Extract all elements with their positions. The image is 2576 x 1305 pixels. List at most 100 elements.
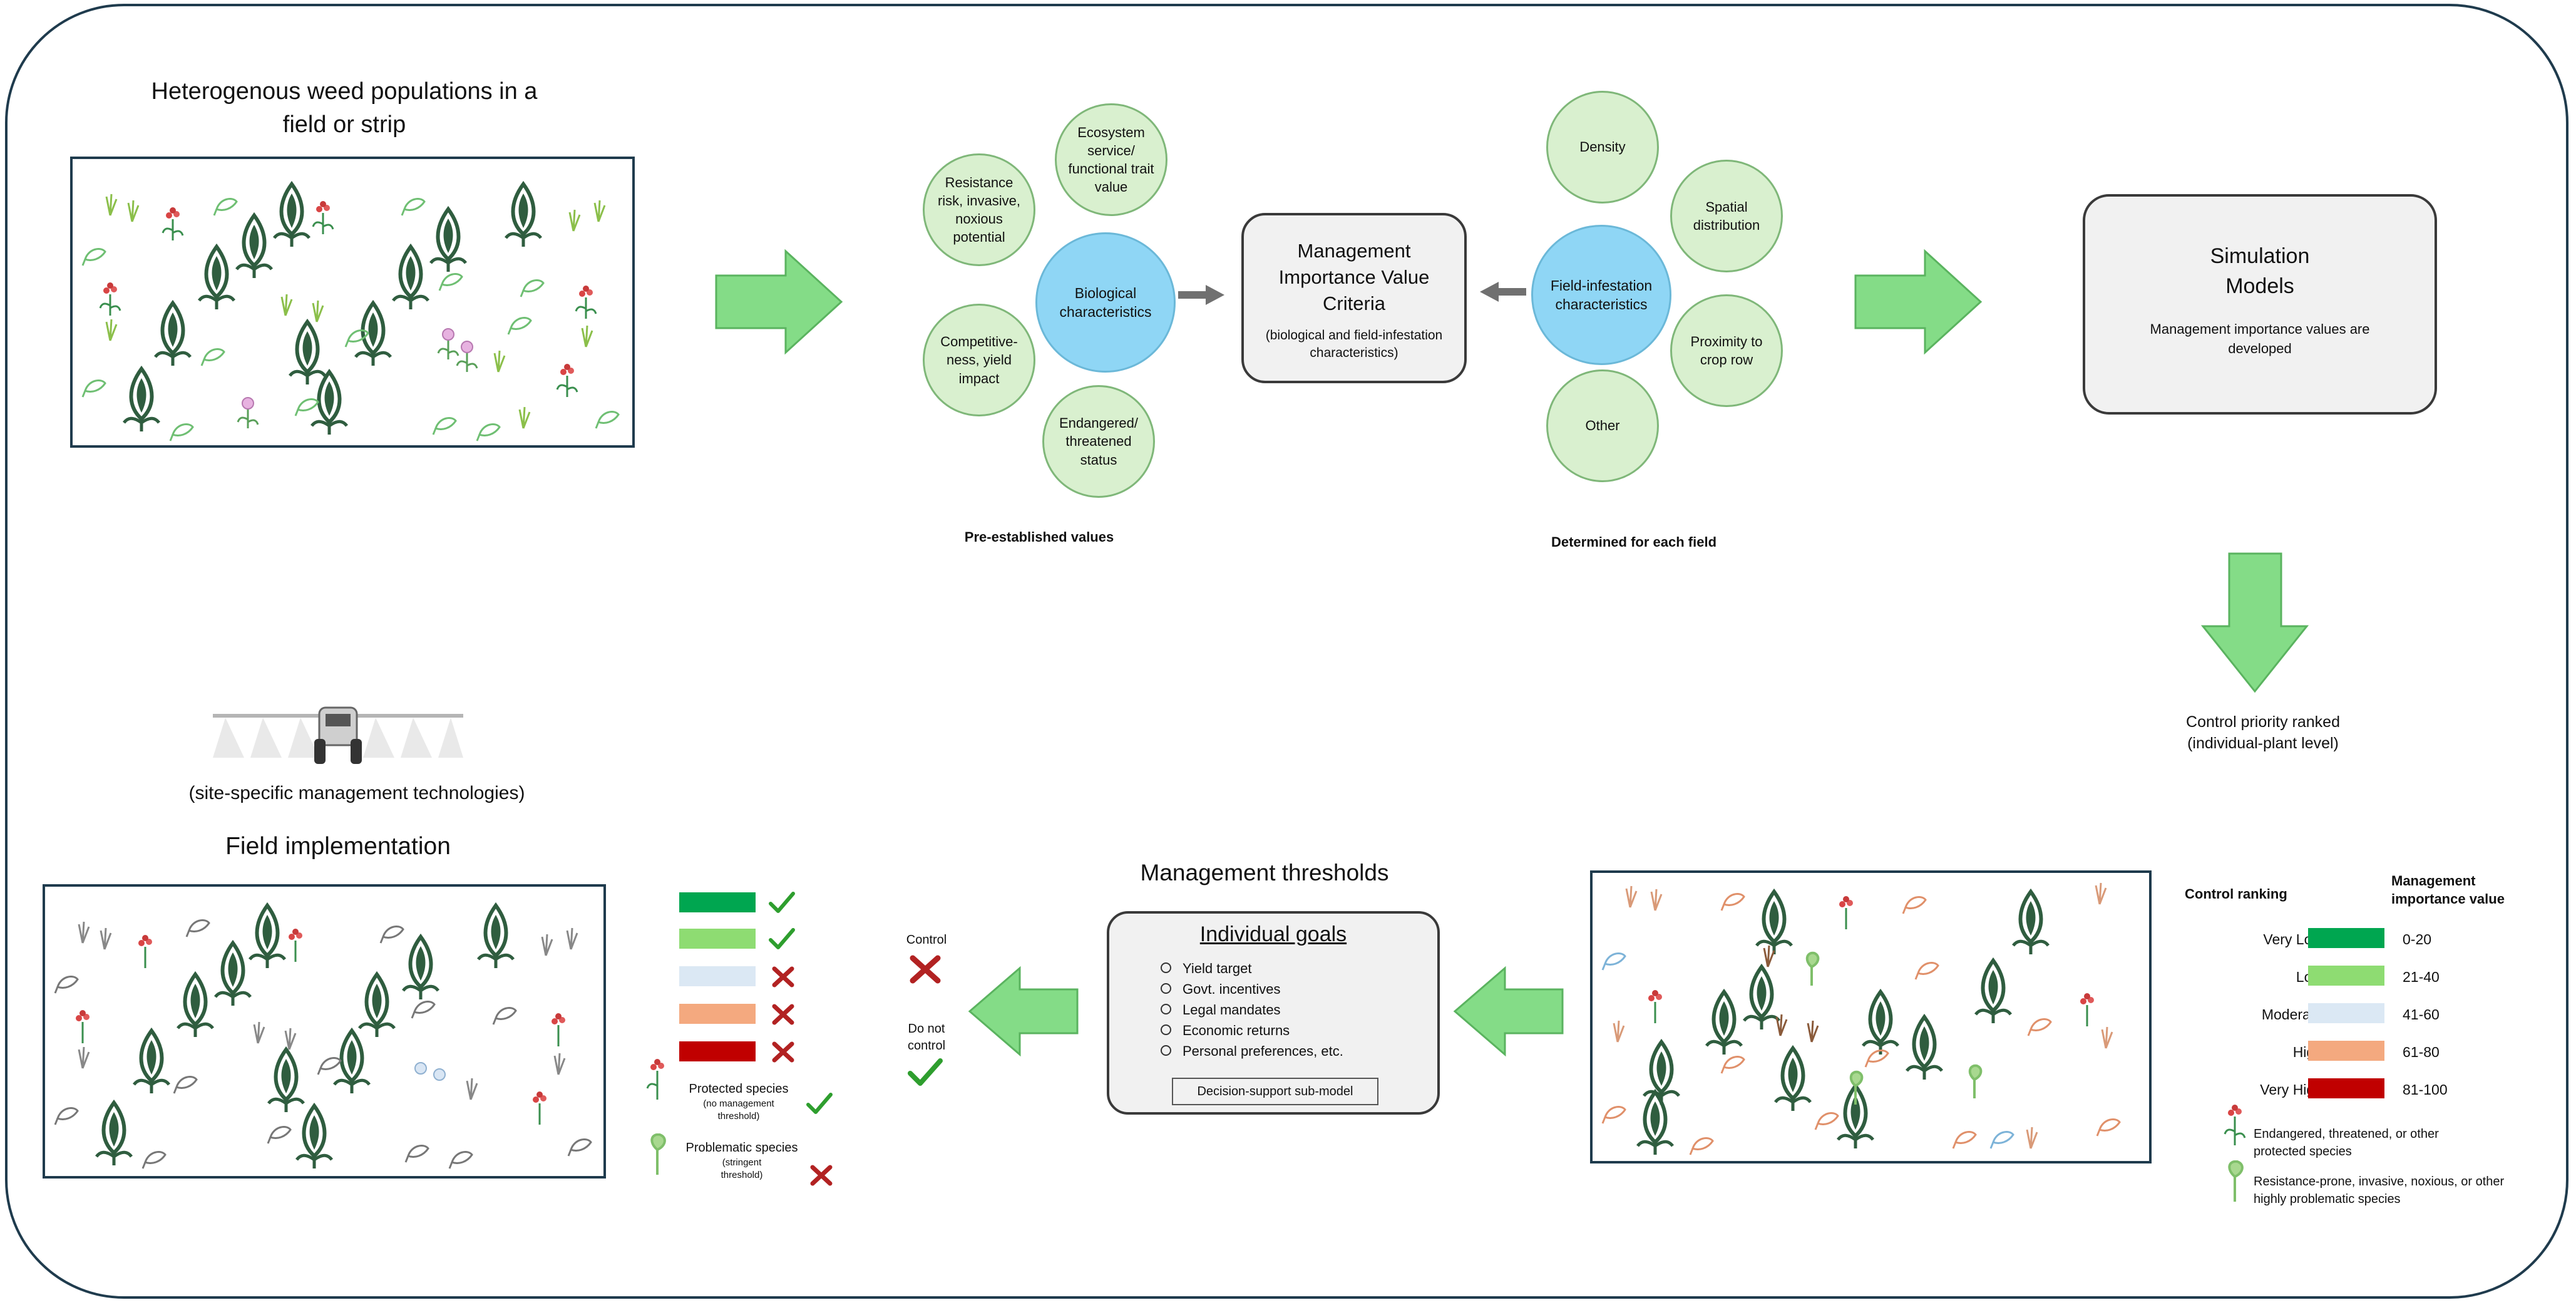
- check-icon: [769, 892, 795, 913]
- legend-color-bar: [2308, 1003, 2384, 1023]
- legend-problematic-note: Resistance-prone, invasive, noxious, or …: [2254, 1175, 2505, 1206]
- weed-field-ranked: [1590, 870, 2152, 1163]
- circle-other: Other: [1546, 369, 1659, 482]
- legend: Control ranking Management importance va…: [2185, 867, 2560, 1218]
- simulation-title-2: Models: [2225, 274, 2294, 298]
- legend-row: Very Low 0-20: [2185, 928, 2535, 953]
- goal-item: Economic returns: [1161, 1020, 1437, 1041]
- circle-spatial: Spatial distribution: [1670, 160, 1783, 272]
- top-field-title: Heterogenous weed populations in a field…: [94, 75, 595, 142]
- legend-color-bar: [2308, 928, 2384, 948]
- control-priority-label: Control priority ranked (individual-plan…: [2116, 712, 2410, 755]
- goals-title: Individual goals: [1199, 922, 1347, 946]
- cross-icon: [772, 1004, 794, 1025]
- weed-field-heterogeneous: [70, 157, 635, 448]
- impl-bar: [679, 892, 756, 912]
- arrow-down: [2200, 552, 2309, 693]
- criteria-title-1: Management: [1297, 240, 1411, 262]
- impl-bar: [679, 966, 756, 986]
- arrow-field-to-criteria: [1480, 282, 1526, 302]
- top-field-title-line1: Heterogenous weed populations in a: [151, 78, 538, 105]
- problematic-weed-icon: [2228, 1160, 2244, 1202]
- no-control-label: Do not control: [907, 1022, 946, 1053]
- goal-item: Yield target: [1161, 958, 1437, 979]
- simulation-title-1: Simulation: [2210, 244, 2310, 268]
- control-label: Control: [906, 933, 947, 947]
- legend-value: 81-100: [2403, 1081, 2448, 1098]
- check-icon: [806, 1093, 833, 1114]
- circle-biological: Biological characteristics: [1035, 232, 1176, 373]
- check-icon: [908, 1058, 943, 1086]
- circle-resistance: Resistance risk, invasive, noxious poten…: [923, 153, 1035, 266]
- circle-density: Density: [1546, 91, 1659, 204]
- control-priority-line2: (individual-plant level): [2187, 734, 2339, 752]
- legend-value: 21-40: [2403, 969, 2440, 985]
- cross-icon: [810, 1165, 833, 1186]
- circle-ecosystem: Ecosystem service/ functional trait valu…: [1055, 103, 1167, 216]
- legend-color-bar: [2308, 1041, 2384, 1061]
- arrow-right-1: [715, 249, 843, 355]
- check-icon: [769, 928, 795, 949]
- cross-icon: [772, 966, 794, 988]
- problematic-species-label: Problematic species: [685, 1141, 798, 1155]
- protected-species-block: Protected species (no management thresho…: [670, 1082, 808, 1122]
- field-implementation-title: Field implementation: [225, 833, 451, 860]
- criteria-subtitle: (biological and field-infestation charac…: [1265, 328, 1443, 360]
- criteria-title-3: Criteria: [1323, 292, 1385, 314]
- cross-icon: [910, 955, 941, 984]
- goal-item: Personal preferences, etc.: [1161, 1041, 1437, 1061]
- circle-field-infestation: Field-infestation characteristics: [1531, 225, 1671, 365]
- protected-species-label: Protected species: [689, 1082, 789, 1096]
- impl-bar: [679, 929, 756, 949]
- submodel-label: Decision-support sub-model: [1172, 1078, 1378, 1105]
- arrow-bio-to-criteria: [1178, 285, 1224, 305]
- arrow-right-2: [1854, 249, 1983, 355]
- legend-row: Low 21-40: [2185, 966, 2535, 991]
- criteria-title-2: Importance Value: [1278, 266, 1430, 288]
- protected-flower-icon: [646, 1059, 664, 1100]
- weed-field-illustration: [81, 159, 620, 442]
- impl-bar: [679, 1041, 756, 1061]
- arrow-left-1: [1453, 966, 1564, 1057]
- implemented-field-illustration: [54, 887, 592, 1179]
- ranked-field-illustration: [1601, 882, 2121, 1163]
- pre-established-label: Pre-established values: [964, 529, 1114, 545]
- legend-value: 0-20: [2403, 931, 2432, 947]
- determined-label: Determined for each field: [1551, 534, 1717, 550]
- simulation-box: Simulation Models Management importance …: [2083, 194, 2437, 415]
- protected-species-sub: (no management threshold): [703, 1098, 774, 1122]
- legend-value: 41-60: [2403, 1006, 2440, 1023]
- circle-endangered: Endangered/ threatened status: [1042, 385, 1155, 498]
- legend-color-bar: [2308, 966, 2384, 986]
- legend-row: High 61-80: [2185, 1041, 2535, 1066]
- diagram-frame: [5, 4, 2568, 1299]
- circle-competitive: Competitive-ness, yield impact: [923, 304, 1035, 416]
- individual-goals-box: Individual goals Yield target Govt. ince…: [1107, 911, 1440, 1115]
- legend-col-value: Management importance value: [2391, 873, 2505, 907]
- goals-list: Yield target Govt. incentives Legal mand…: [1161, 958, 1437, 1061]
- top-field-title-line2: field or strip: [282, 111, 406, 138]
- criteria-box: Management Importance Value Criteria (bi…: [1241, 213, 1467, 383]
- tech-caption: (site-specific management technologies): [188, 783, 525, 803]
- circle-proximity: Proximity to crop row: [1670, 294, 1783, 407]
- cross-icon: [772, 1041, 794, 1063]
- legend-row: Very High 81-100: [2185, 1078, 2535, 1103]
- impl-bar: [679, 1004, 756, 1024]
- thresholds-heading: Management thresholds: [1140, 860, 1389, 885]
- protected-flower-icon: [2224, 1105, 2246, 1145]
- goal-item: Legal mandates: [1161, 999, 1437, 1020]
- goal-item: Govt. incentives: [1161, 979, 1437, 999]
- legend-protected-note: Endangered, threatened, or other protect…: [2254, 1127, 2439, 1158]
- arrow-left-2: [968, 966, 1079, 1057]
- legend-color-bar: [2308, 1078, 2384, 1098]
- problematic-species-block: Problematic species (stringent threshold…: [670, 1141, 814, 1181]
- legend-value: 61-80: [2403, 1044, 2440, 1060]
- problematic-weed-icon: [650, 1133, 666, 1175]
- weed-field-implemented: [43, 884, 606, 1179]
- sprayer-drone-icon: [213, 706, 463, 764]
- simulation-body: Management importance values are develop…: [2150, 321, 2370, 356]
- control-priority-line1: Control priority ranked: [2186, 713, 2340, 731]
- legend-row: Moderate 41-60: [2185, 1003, 2535, 1028]
- problematic-species-sub: (stringent threshold): [721, 1157, 763, 1180]
- implementation-bars: [679, 892, 817, 1074]
